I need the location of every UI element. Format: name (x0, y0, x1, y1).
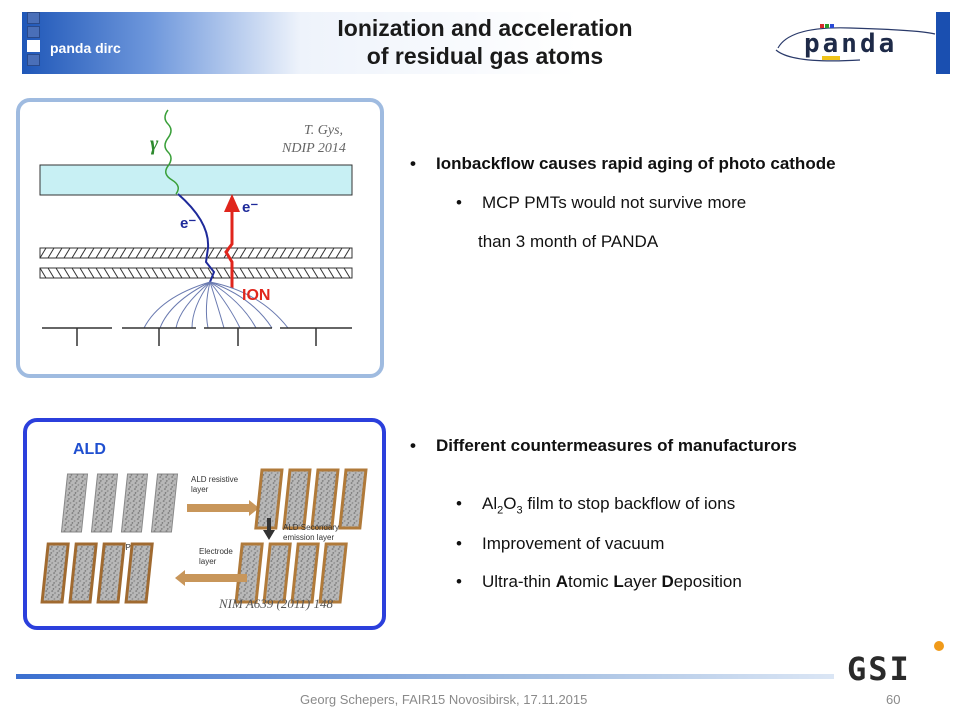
subbullet-ald-text: Ultra-thin Atomic Layer Deposition (482, 572, 742, 591)
label-electrode-1: Electrode (199, 547, 233, 556)
figure-credit-line2: NDIP 2014 (281, 141, 346, 156)
bullet-dot: • (456, 193, 462, 212)
subbullet-mcp-survive-cont: than 3 month of PANDA (478, 232, 659, 251)
section-label: panda dirc (50, 40, 121, 56)
label-secondary-1: ALD Secondary (283, 523, 339, 532)
subbullet-mcp-survive: • MCP PMTs would not survive more (456, 193, 746, 213)
gsi-logo-text: GSI (847, 650, 911, 686)
bullet-dot: • (456, 572, 462, 591)
mcp-plain-plates (60, 473, 179, 533)
bullet-ionbackflow: • Ionbackflow causes rapid aging of phot… (410, 154, 836, 174)
subbullet-ald: • Ultra-thin Atomic Layer Deposition (456, 572, 742, 592)
mcp-plate-lower (39, 267, 353, 279)
footer-line (16, 674, 834, 679)
gsi-logo: GSI (847, 641, 944, 686)
subbullet-al2o3-text: Al2O3 film to stop backflow of ions (482, 494, 736, 517)
label-resistive-2: layer (191, 485, 209, 494)
electron-label-right: e⁻ (242, 199, 258, 216)
label-secondary-2: emission layer (283, 533, 334, 542)
title-line-2: of residual gas atoms (366, 43, 604, 69)
bullet-countermeasures: • Different countermeasures of manufactu… (410, 436, 797, 456)
ald-title: ALD (73, 441, 106, 458)
electron-label-left: e⁻ (180, 215, 196, 232)
bullet-dot: • (410, 154, 416, 173)
bullet-dot: • (456, 494, 462, 513)
bullet-countermeasures-text: Different countermeasures of manufacturo… (436, 436, 797, 455)
bullet-dot: • (456, 534, 462, 553)
page-number: 60 (886, 692, 901, 707)
footer-text: Georg Schepers, FAIR15 Novosibirsk, 17.1… (300, 692, 588, 707)
bullet-dot: • (410, 436, 416, 455)
label-resistive-1: ALD resistive (191, 475, 239, 484)
slide-title: Ionization and acceleration of residual … (270, 14, 700, 70)
ion-label: ION (242, 287, 270, 304)
header-bar (22, 12, 950, 74)
panda-logo: panda (775, 24, 936, 62)
ald-figure: ALD MCP ALD resistive layer ALD Secondar… (23, 418, 386, 630)
bullet-ionbackflow-text: Ionbackflow causes rapid aging of photo … (436, 154, 836, 173)
subbullet-vacuum-text: Improvement of vacuum (482, 534, 665, 553)
mcp-resistive-plates (254, 468, 368, 530)
ald-citation: NIM A639 (2011) 148 (218, 596, 333, 611)
ald-diagram: ALD MCP ALD resistive layer ALD Secondar… (40, 441, 368, 611)
header-squares (27, 12, 41, 68)
mcp-plate-upper (39, 247, 353, 259)
ion-feedback-diagram: T. Gys, NDIP 2014 γ e⁻ e⁻ (39, 109, 353, 346)
panda-logo-text: panda (804, 29, 897, 59)
gamma-label: γ (150, 133, 159, 155)
subbullet-al2o3: • Al2O3 film to stop backflow of ions (456, 494, 735, 516)
ion-feedback-figure: T. Gys, NDIP 2014 γ e⁻ e⁻ (16, 98, 384, 378)
figure-credit-line1: T. Gys, (304, 123, 343, 138)
subbullet-vacuum: • Improvement of vacuum (456, 534, 664, 554)
label-electrode-2: layer (199, 557, 217, 566)
title-line-1: Ionization and acceleration (337, 15, 633, 41)
subbullet-mcp-survive-text: MCP PMTs would not survive more (482, 193, 747, 212)
mcp-electrode-plates (40, 542, 154, 604)
mcp-secondary-plates (234, 542, 348, 604)
